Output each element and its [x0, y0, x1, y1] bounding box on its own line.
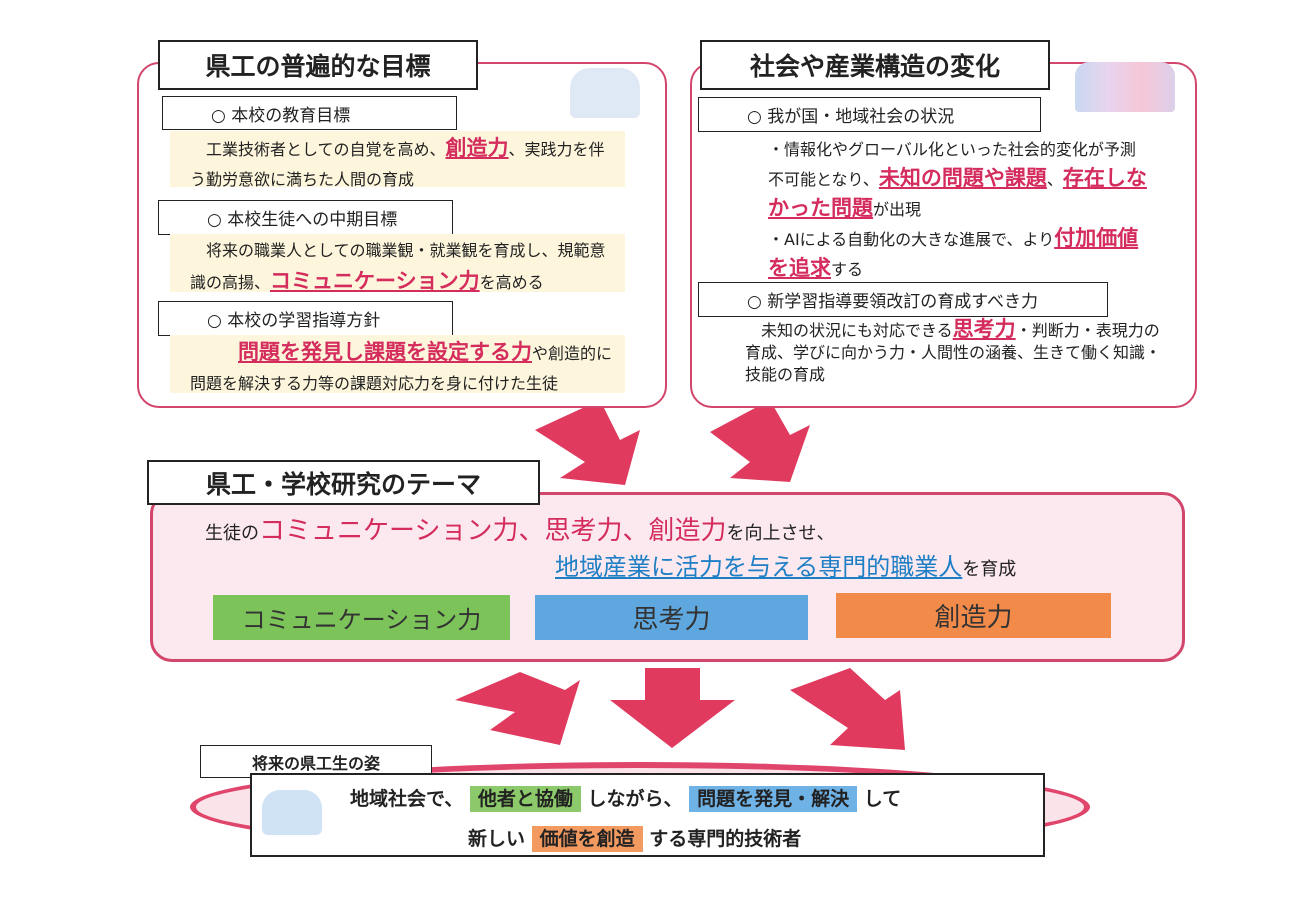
section-heading: ○ 本校の学習指導方針: [158, 301, 453, 336]
future-line-1: 地域社会で、 他者と協働 しながら、 問題を発見・解決 して: [350, 786, 902, 812]
arrow-bottom-right: [790, 668, 905, 750]
theme-line-1: 生徒のコミュニケーション力、思考力、創造力を向上させ、: [205, 516, 835, 546]
arrow-bottom-center: [610, 668, 735, 748]
future-box: [250, 773, 1045, 857]
theme-line-2: 地域産業に活力を与える専門的職業人を育成: [555, 553, 1017, 581]
box-communication: コミュニケーション力: [213, 595, 510, 640]
theme-title: 県工・学校研究のテーマ: [147, 460, 540, 505]
section-heading: ○ 新学習指導要領改訂の育成すべき力: [698, 282, 1108, 317]
section-body: ・情報化やグローバル化といった社会的変化が予測不可能となり、未知の問題や課題、存…: [768, 140, 1147, 280]
workers-illustration-icon: [570, 68, 640, 118]
section-body: 工業技術者としての自覚を高め、創造力、実践力を伴う勤労意欲に満ちた人間の育成: [170, 131, 625, 189]
section-body: 将来の職業人としての職業観・就業観を育成し、規範意識の高揚、コミュニケーション力…: [170, 234, 625, 293]
section-heading: ○ 本校の教育目標: [162, 96, 457, 130]
section-body: 問題を発見し課題を設定する力や創造的に問題を解決する力等の課題対応力を身に付けた…: [170, 335, 625, 393]
people-illustration-icon: [1075, 62, 1175, 112]
students-illustration-icon: [262, 790, 322, 835]
left-panel-title: 県工の普遍的な目標: [158, 40, 478, 90]
box-creativity: 創造力: [836, 593, 1111, 638]
arrow-left-down: [535, 400, 640, 485]
arrow-bottom-left: [455, 672, 580, 745]
future-label: 将来の県工生の姿: [200, 745, 432, 778]
section-body: 未知の状況にも対応できる思考力・判断力・表現力の育成、学びに向かう力・人間性の涵…: [745, 317, 1162, 384]
section-heading: ○ 本校生徒への中期目標: [158, 200, 453, 235]
section-heading: ○ 我が国・地域社会の状況: [698, 97, 1041, 132]
future-line-2: 新しい 価値を創造 する専門的技術者: [468, 826, 802, 852]
box-thinking: 思考力: [535, 595, 808, 640]
arrow-right-down: [710, 400, 810, 482]
right-panel-title: 社会や産業構造の変化: [700, 40, 1050, 90]
